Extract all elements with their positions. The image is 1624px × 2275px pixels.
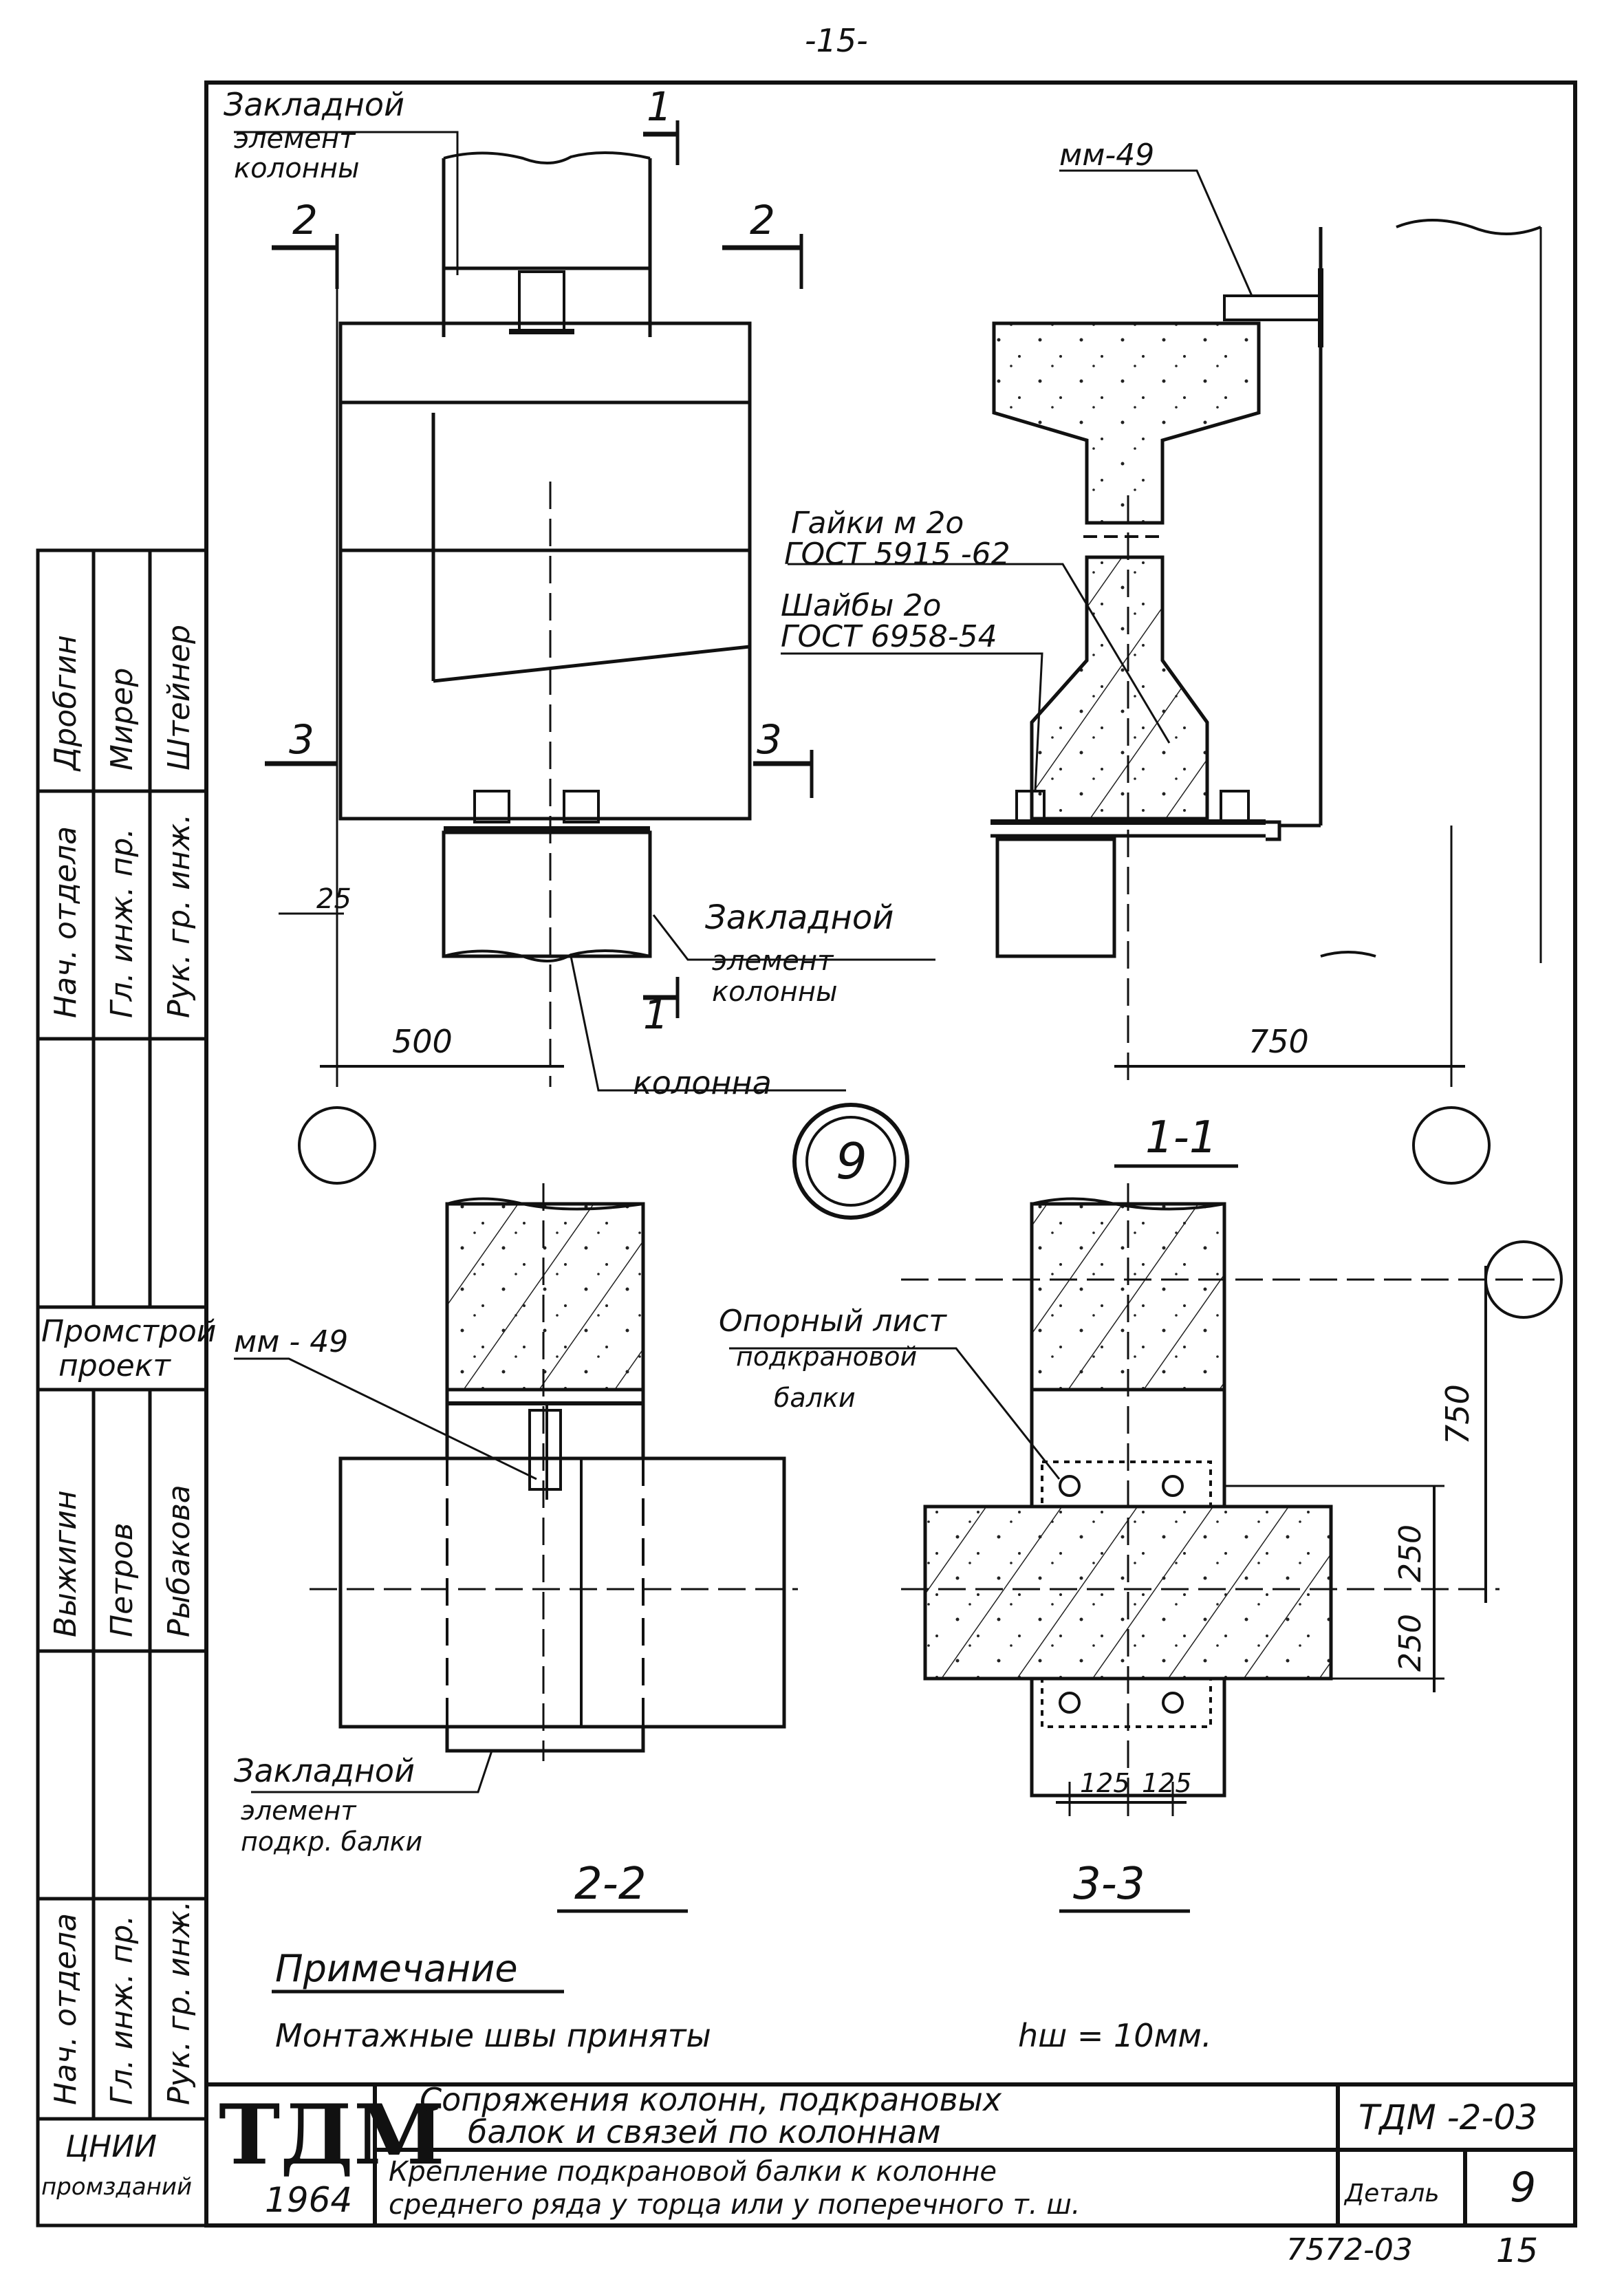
- stamp-name-4: Выжигин: [48, 1490, 83, 1637]
- label-column: колонна: [633, 1064, 772, 1101]
- section-title-3-3: 3-3: [1073, 1859, 1145, 1910]
- title-line-1: Сопряжения колонн, подкрановых: [420, 2081, 1002, 2118]
- side-stamp: [36, 548, 208, 2228]
- section-title-2-2: 2-2: [574, 1859, 647, 1910]
- section-title-1-1: 1-1: [1145, 1112, 1217, 1163]
- detail-number: 9: [836, 1132, 867, 1190]
- label-mm49-2-2: мм - 49: [234, 1324, 348, 1359]
- label-embed-col-top-3: колонны: [234, 153, 360, 184]
- dim-750-top: 750: [1248, 1023, 1309, 1060]
- label-embed-col-bot-1: Закладной: [705, 898, 894, 937]
- label-embed-beam-1: Закладной: [234, 1752, 415, 1789]
- label-embed-beam-2: элемент: [241, 1796, 357, 1826]
- label-embed-beam-3: подкр. балки: [241, 1826, 422, 1857]
- dim-125-left: 125: [1080, 1768, 1130, 1798]
- detail-label: Деталь: [1343, 2179, 1440, 2208]
- stamp-role-head: Нач. отдела: [48, 826, 83, 1018]
- stamp-org-2: проект: [58, 1348, 171, 1383]
- dim-500: 500: [392, 1023, 453, 1060]
- stamp-org-1: Промстрой: [41, 1314, 216, 1349]
- label-nuts-2: ГОСТ 5915 -62: [784, 537, 1010, 572]
- label-embed-col-top-2: элемент: [234, 123, 356, 155]
- side-stamp-text: Нач. отдела Гл. инж. пр. Рук. гр. инж. Д…: [41, 625, 216, 2201]
- stamp-org2-2: промзданий: [41, 2173, 192, 2201]
- label-embed-col-bot-2: элемент: [712, 945, 834, 977]
- title-year: 1964: [265, 2180, 352, 2220]
- cut-mark-3-right: 3: [757, 716, 782, 763]
- dim-750-3-3: 750: [1439, 1384, 1476, 1445]
- detail-number-badge: 9: [792, 1103, 909, 1220]
- label-nuts-1: Гайки м 2о: [791, 506, 964, 541]
- section-1-1: [781, 169, 1542, 1185]
- title-line-2: балок и связей по колоннам: [468, 2113, 941, 2150]
- note-text: Монтажные швы приняты: [275, 2017, 711, 2054]
- logo-tdm: ТДМ: [219, 2087, 445, 2184]
- dim-250-upper: 250: [1393, 1524, 1428, 1582]
- label-washers-1: Шайбы 2о: [781, 588, 941, 623]
- subtitle-line-2: среднего ряда у торца или у поперечного …: [389, 2189, 1081, 2221]
- sheet-code: 7572-03: [1286, 2232, 1413, 2267]
- stamp-org2-1: ЦНИИ: [65, 2129, 157, 2164]
- cut-mark-1-top: 1: [647, 83, 672, 130]
- page-number: -15-: [805, 22, 868, 59]
- stamp-name-1: Дробгин: [48, 635, 83, 772]
- label-support-3: балки: [774, 1383, 856, 1413]
- stamp-name-6: Рыбакова: [162, 1485, 197, 1637]
- cut-mark-2-left: 2: [292, 197, 318, 244]
- cut-mark-2-right: 2: [750, 197, 775, 244]
- stamp-name-2: Мирер: [105, 668, 140, 771]
- cut-mark-1-bottom: 1: [643, 991, 669, 1038]
- label-support-1: Опорный лист: [719, 1304, 947, 1339]
- stamp-name-3: Штейнер: [162, 625, 197, 770]
- subtitle-line-1: Крепление подкрановой балки к колонне: [389, 2156, 997, 2188]
- dim-125-right: 125: [1142, 1768, 1192, 1798]
- label-mm49-top: мм-49: [1059, 138, 1154, 173]
- stamp-role-chief: Гл. инж. пр.: [105, 828, 140, 1018]
- stamp-role-group-2: Рук. гр. инж.: [162, 1901, 197, 2105]
- label-embed-col-bot-3: колонны: [712, 976, 838, 1008]
- sheet-number: 15: [1496, 2232, 1538, 2270]
- stamp-role-group: Рук. гр. инж.: [162, 814, 197, 1018]
- label-support-2: подкрановой: [736, 1341, 917, 1372]
- dim-250-lower: 250: [1393, 1614, 1428, 1672]
- title-block: [206, 2082, 1575, 2225]
- stamp-name-5: Петров: [105, 1522, 140, 1637]
- label-embed-col-top-1: Закладной: [224, 86, 404, 123]
- label-washers-2: ГОСТ 6958-54: [781, 619, 997, 654]
- dim-25: 25: [316, 883, 351, 915]
- stamp-role-head-2: Нач. отдела: [48, 1913, 83, 2105]
- note-formula: hш = 10мм.: [1018, 2017, 1212, 2054]
- section-3-3: [729, 1183, 1563, 1913]
- title-detail-no: 9: [1510, 2164, 1536, 2212]
- stamp-role-chief-2: Гл. инж. пр.: [105, 1915, 140, 2105]
- note-title: Примечание: [275, 1947, 518, 1990]
- cut-mark-3-left: 3: [289, 716, 314, 763]
- elevation-view: [234, 120, 935, 1185]
- title-code: ТДМ -2-03: [1358, 2098, 1537, 2137]
- section-2-2: [234, 1183, 798, 1913]
